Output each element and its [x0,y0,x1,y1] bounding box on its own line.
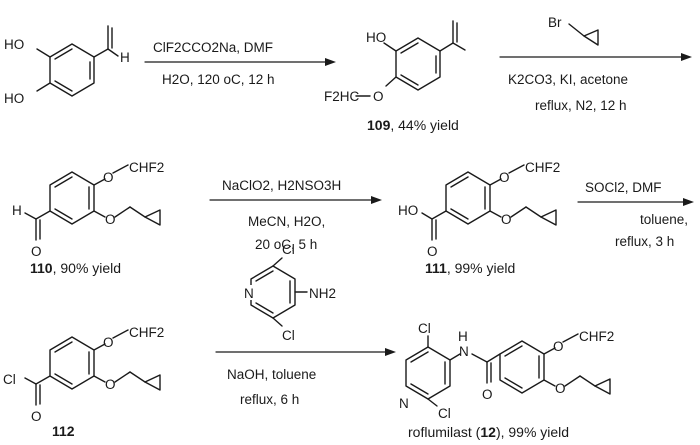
arrowhead [325,58,336,66]
reagent-label: ClF2CCO2Na, DMF [153,40,273,55]
benzene-ring [499,340,545,394]
dichloropyridine-ring [405,346,451,400]
compound-number: 112 [52,423,75,439]
benzene-ring [445,171,491,225]
pyridine-n-label: N [244,286,254,301]
product-name: roflumilast ( [408,424,481,440]
solvent-label: toluene, [640,212,688,227]
difluoromethyl-label: F2HC [324,89,360,104]
yield-label: ), 99% yield [496,424,569,440]
ether-oxygen-label-top: O [103,335,114,350]
ether-oxygen-label-bottom: O [105,212,116,227]
compound-110: H O O CHF2 O 110, 90% yield [12,160,164,276]
compound-111: HO O O CHF2 O 111, 99% yield [398,160,560,276]
benzene-ring [49,171,95,225]
compound-caption: roflumilast (12), 99% yield [408,424,569,440]
reagent-label: NaOH, toluene [227,367,316,382]
ether-oxygen-label: O [373,89,384,104]
chloro-label-top: Cl [418,321,431,336]
conditions-label: 20 oC, 5 h [255,237,317,252]
difluoromethyl-label: CHF2 [129,160,164,175]
aldehyde-h-label: H [120,50,130,65]
reagent-label: K2CO3, KI, acetone [508,72,628,87]
compound-number: 109 [367,117,391,133]
compound-roflumilast: N Cl Cl N H O O CHF2 O roflumilast (12),… [398,321,614,440]
ether-oxygen-label-top: O [103,170,114,185]
carbonyl-oxygen-label: O [31,409,42,424]
difluoromethyl-label: CHF2 [579,329,614,344]
reaction-step-1: ClF2CCO2Na, DMF H2O, 120 oC, 12 h [144,40,336,87]
acyl-chloride-label: Cl [3,372,16,387]
compound-dihydroxybenzaldehyde: HO HO H [4,25,130,106]
conditions-label: reflux, 6 h [240,392,299,407]
solvent-label: MeCN, H2O, [248,214,325,229]
compound-caption: 110, 90% yield [30,260,121,276]
cyclopropyl-ring [144,209,161,226]
conditions-label: reflux, 3 h [615,234,674,249]
chloro-label-bottom: Cl [282,328,295,343]
compound-number: 12 [480,424,496,440]
arrowhead [683,198,694,206]
benzene-ring [49,336,95,390]
chloro-label-bottom: Cl [438,406,451,421]
hydroxyl-label: HO [398,203,418,218]
amide-n-label: N [459,344,469,359]
cyclopropyl-ring [540,209,557,226]
compound-109: HO F2HC O 109, 44% yield [324,20,466,133]
ether-oxygen-label-bottom: O [501,212,512,227]
reagent-label: SOCl2, DMF [585,180,662,195]
cyclopropyl-ring [583,29,599,46]
reaction-step-3: NaClO2, H2NSO3H MeCN, H2O, 20 oC, 5 h [209,178,382,252]
conditions-label: reflux, N2, 12 h [535,98,627,113]
amino-label: NH2 [309,286,336,301]
reagent-label: NaClO2, H2NSO3H [222,178,341,193]
ether-oxygen-label-bottom: O [105,377,116,392]
difluoromethyl-label: CHF2 [525,160,560,175]
compound-aminodichloropyridine: N Cl Cl NH2 [243,242,336,343]
conditions-label: H2O, 120 oC, 12 h [162,72,275,87]
arrowhead [385,348,396,356]
cyclopropyl-ring [144,374,161,391]
aldehyde-oxygen-label: O [31,244,42,259]
carbonyl-oxygen-label: O [427,244,438,259]
compound-112: Cl O O CHF2 O 112 [3,325,164,439]
amide-oxygen-label: O [482,387,493,402]
hydroxyl-label-bottom: HO [4,91,24,106]
pyridine-n-label: N [399,396,409,411]
ether-oxygen-label-top: O [499,170,510,185]
cyclopropyl-ring [594,378,611,395]
difluoromethyl-label: CHF2 [129,325,164,340]
hydroxyl-label-top: HO [4,37,24,52]
arrowhead [681,53,692,61]
ether-oxygen-label-top: O [553,339,564,354]
arrowhead [371,196,382,204]
reaction-step-4: SOCl2, DMF toluene, reflux, 3 h [577,180,694,249]
yield-label: , 99% yield [447,260,515,276]
ether-oxygen-label-bottom: O [555,381,566,396]
compound-number: 111 [425,260,447,276]
amide-h-label: H [458,329,468,344]
yield-label: , 44% yield [390,117,458,133]
compound-caption: 109, 44% yield [367,117,459,133]
reaction-step-2: Br K2CO3, KI, acetone reflux, N2, 12 h [499,15,692,113]
benzene-ring [49,43,95,97]
bromide-label: Br [548,15,562,30]
compound-number: 110 [30,260,53,276]
pyridine-ring [250,265,296,319]
benzene-ring [395,37,441,91]
yield-label: , 90% yield [53,260,121,276]
hydroxyl-label: HO [366,30,386,45]
aldehyde-h-label: H [12,203,22,218]
reaction-step-5: NaOH, toluene reflux, 6 h [215,348,396,407]
compound-caption: 111, 99% yield [425,260,515,276]
chloro-label-top: Cl [282,242,295,257]
